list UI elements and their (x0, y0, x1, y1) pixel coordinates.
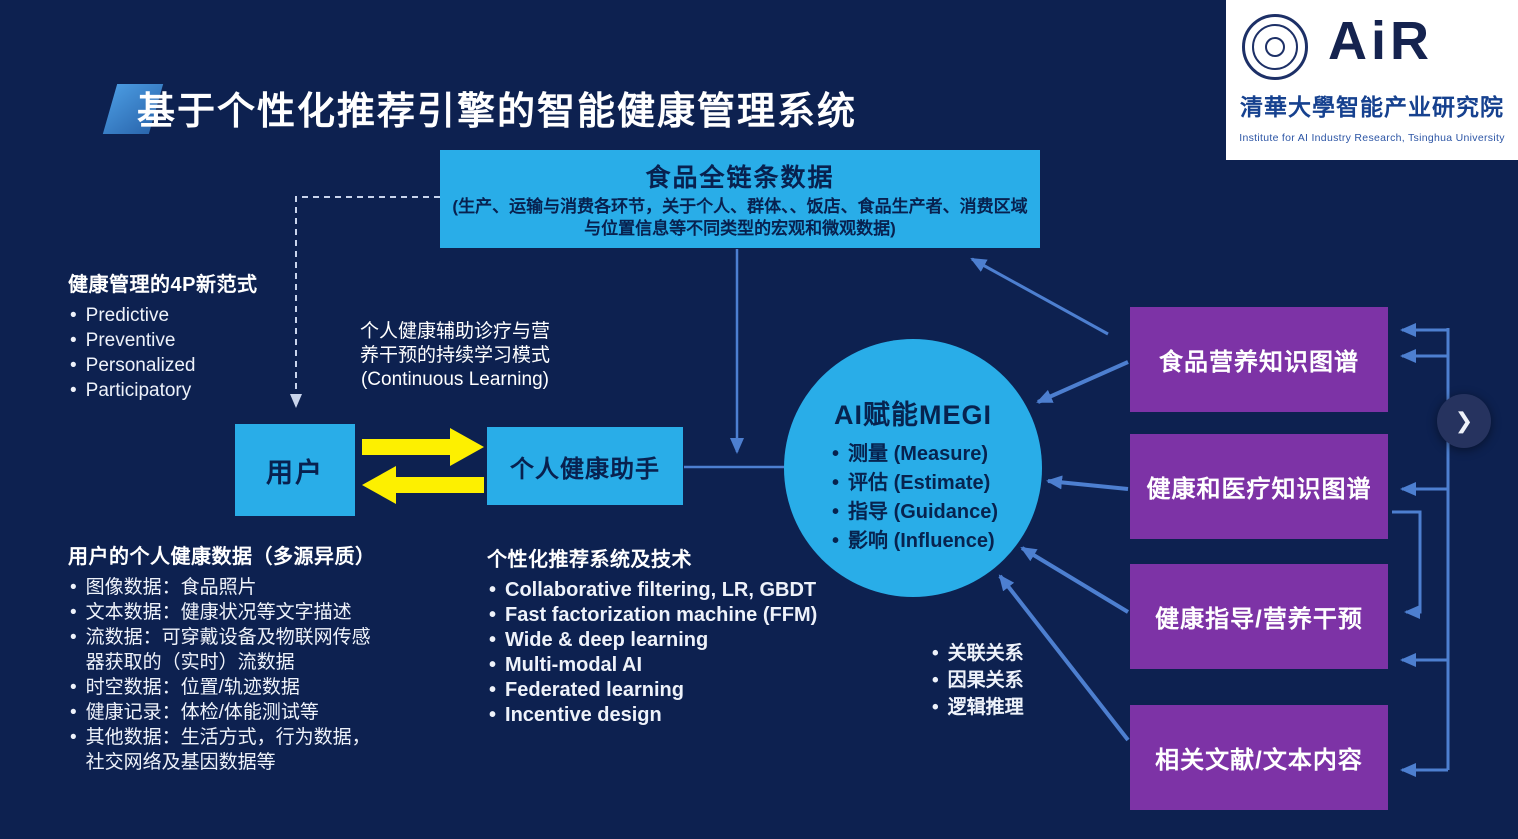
personal-data-heading: 用户的个人健康数据（多源异质） (68, 546, 376, 568)
rec-tech-item: Fast factorization machine (FFM) (487, 603, 907, 628)
institute-name-en: Institute for AI Industry Research, Tsin… (1239, 132, 1505, 144)
ai-item: 测量 (Measure) (830, 440, 1042, 469)
recommendation-tech-list: 个性化推荐系统及技术 Collaborative filtering, LR, … (487, 543, 907, 728)
personal-data-item: 文本数据：健康状况等文字描述 (68, 600, 458, 625)
ai-item-label: 指导 (Guidance) (848, 501, 999, 523)
ai-item: 评估 (Estimate) (830, 469, 1042, 498)
health-assistant-box: 个人健康助手 (487, 427, 683, 505)
emblem-inner-ring (1252, 24, 1298, 70)
rec-tech-item: Wide & deep learning (487, 628, 907, 653)
food-chain-desc: (生产、运输与消费各环节，关于个人、群体、、饭店、食品生产者、消费区域与位置信息… (452, 196, 1028, 238)
4p-item-label: Predictive (85, 305, 170, 326)
personal-data-item: 时空数据：位置/轨迹数据 (68, 675, 458, 700)
reasoning-item-label: 逻辑推理 (947, 697, 1024, 718)
reasoning-list: 关联关系 因果关系 逻辑推理 (930, 640, 1110, 721)
personal-data-item: 流数据：可穿戴设备及物联网传感 器获取的（实时）流数据 (68, 625, 458, 675)
ai-megi-circle: AI赋能MEGI 测量 (Measure) 评估 (Estimate) 指导 (… (784, 339, 1042, 597)
rec-tech-item-label: Federated learning (505, 679, 684, 701)
chevron-right-icon: ❯ (1454, 408, 1474, 433)
ai-item-label: 评估 (Estimate) (848, 472, 991, 494)
personal-data-item: 健康记录：体检/体能测试等 (68, 700, 458, 725)
ai-item: 影响 (Influence) (830, 527, 1042, 556)
rec-tech-item-label: Fast factorization machine (FFM) (505, 604, 818, 626)
user-box: 用户 (235, 424, 355, 516)
ai-circle-title: AI赋能MEGI (833, 400, 992, 430)
personal-data-item: 其他数据：生活方式，行为数据， 社交网络及基因数据等 (68, 725, 458, 775)
rec-tech-item: Collaborative filtering, LR, GBDT (487, 578, 907, 603)
4p-item: Personalized (68, 353, 368, 378)
yellow-arrow-left (362, 466, 484, 504)
ai-item: 指导 (Guidance) (830, 498, 1042, 527)
reasoning-item: 因果关系 (930, 667, 1110, 694)
air-logo-wordmark: AiR (1328, 11, 1433, 71)
page-title: 基于个性化推荐引擎的智能健康管理系统 (137, 91, 858, 133)
tsinghua-emblem-icon (1242, 14, 1308, 80)
personal-data-item-label: 文本数据：健康状况等文字描述 (85, 602, 352, 623)
kb-health-medical-graph: 健康和医疗知识图谱 (1130, 434, 1388, 539)
4p-item: Preventive (68, 328, 368, 353)
ai-circle-items: 测量 (Measure) 评估 (Estimate) 指导 (Guidance)… (830, 440, 1042, 556)
ai-item-label: 测量 (Measure) (848, 443, 989, 465)
arrow-kb1-to-circle (1036, 360, 1129, 404)
rec-tech-item: Incentive design (487, 703, 907, 728)
food-chain-title: 食品全链条数据 (645, 163, 835, 192)
yellow-arrow-right (362, 428, 484, 466)
4p-item: Predictive (68, 303, 368, 328)
reasoning-item-label: 因果关系 (947, 670, 1024, 691)
personal-data-item-label: 健康记录：体检/体能测试等 (85, 702, 319, 723)
rec-tech-item-label: Collaborative filtering, LR, GBDT (505, 579, 817, 601)
reasoning-item: 关联关系 (930, 640, 1110, 667)
personal-data-item-label: 图像数据：食品照片 (85, 577, 257, 598)
rec-tech-item: Federated learning (487, 678, 907, 703)
emblem-core-ring (1265, 37, 1285, 57)
next-slide-button[interactable]: ❯ (1437, 394, 1491, 448)
4p-item: Participatory (68, 378, 368, 403)
personal-data-item-label: 时空数据：位置/轨迹数据 (85, 677, 300, 698)
food-chain-data-box: 食品全链条数据 (生产、运输与消费各环节，关于个人、群体、、饭店、食品生产者、消… (440, 150, 1040, 248)
kb-food-nutrition-graph: 食品营养知识图谱 (1130, 307, 1388, 412)
reasoning-item-label: 关联关系 (947, 643, 1024, 664)
arrow-kg-to-foodchain (970, 257, 1109, 336)
continuous-learning-note: 个人健康辅助诊疗与营 养干预的持续学习模式 (Continuous Learni… (359, 321, 550, 390)
arrow-kb2-to-kb3 (1392, 510, 1422, 619)
kb-health-guidance: 健康指导/营养干预 (1130, 564, 1388, 669)
personal-data-item: 图像数据：食品照片 (68, 575, 458, 600)
rec-tech-item: Multi-modal AI (487, 653, 907, 678)
personal-data-item-label: 其他数据：生活方式，行为数据， 社交网络及基因数据等 (85, 727, 371, 773)
rec-tech-item-label: Incentive design (505, 704, 662, 726)
rec-tech-item-label: Multi-modal AI (505, 654, 643, 676)
rec-tech-item-label: Wide & deep learning (505, 629, 709, 651)
personal-data-list: 用户的个人健康数据（多源异质） 图像数据：食品照片 文本数据：健康状况等文字描述… (68, 540, 458, 775)
4p-item-label: Preventive (85, 330, 176, 351)
4p-heading: 健康管理的4P新范式 (68, 274, 258, 296)
reasoning-item: 逻辑推理 (930, 694, 1110, 721)
institute-name-cn: 清華大學智能产业研究院 (1240, 95, 1504, 120)
kb-literature-text: 相关文献/文本内容 (1130, 705, 1388, 810)
4p-item-label: Participatory (85, 380, 192, 401)
4p-paradigm-list: 健康管理的4P新范式 Predictive Preventive Persona… (68, 268, 368, 403)
personal-data-item-label: 流数据：可穿戴设备及物联网传感 器获取的（实时）流数据 (85, 627, 371, 673)
arrow-kb2-to-circle (1046, 475, 1129, 491)
4p-item-label: Personalized (85, 355, 196, 376)
arrow-kb3-to-circle (1020, 546, 1130, 614)
recommendation-tech-heading: 个性化推荐系统及技术 (487, 549, 692, 571)
ai-item-label: 影响 (Influence) (848, 530, 995, 552)
logo-panel: AiR 清華大學智能产业研究院 Institute for AI Industr… (1226, 0, 1518, 160)
